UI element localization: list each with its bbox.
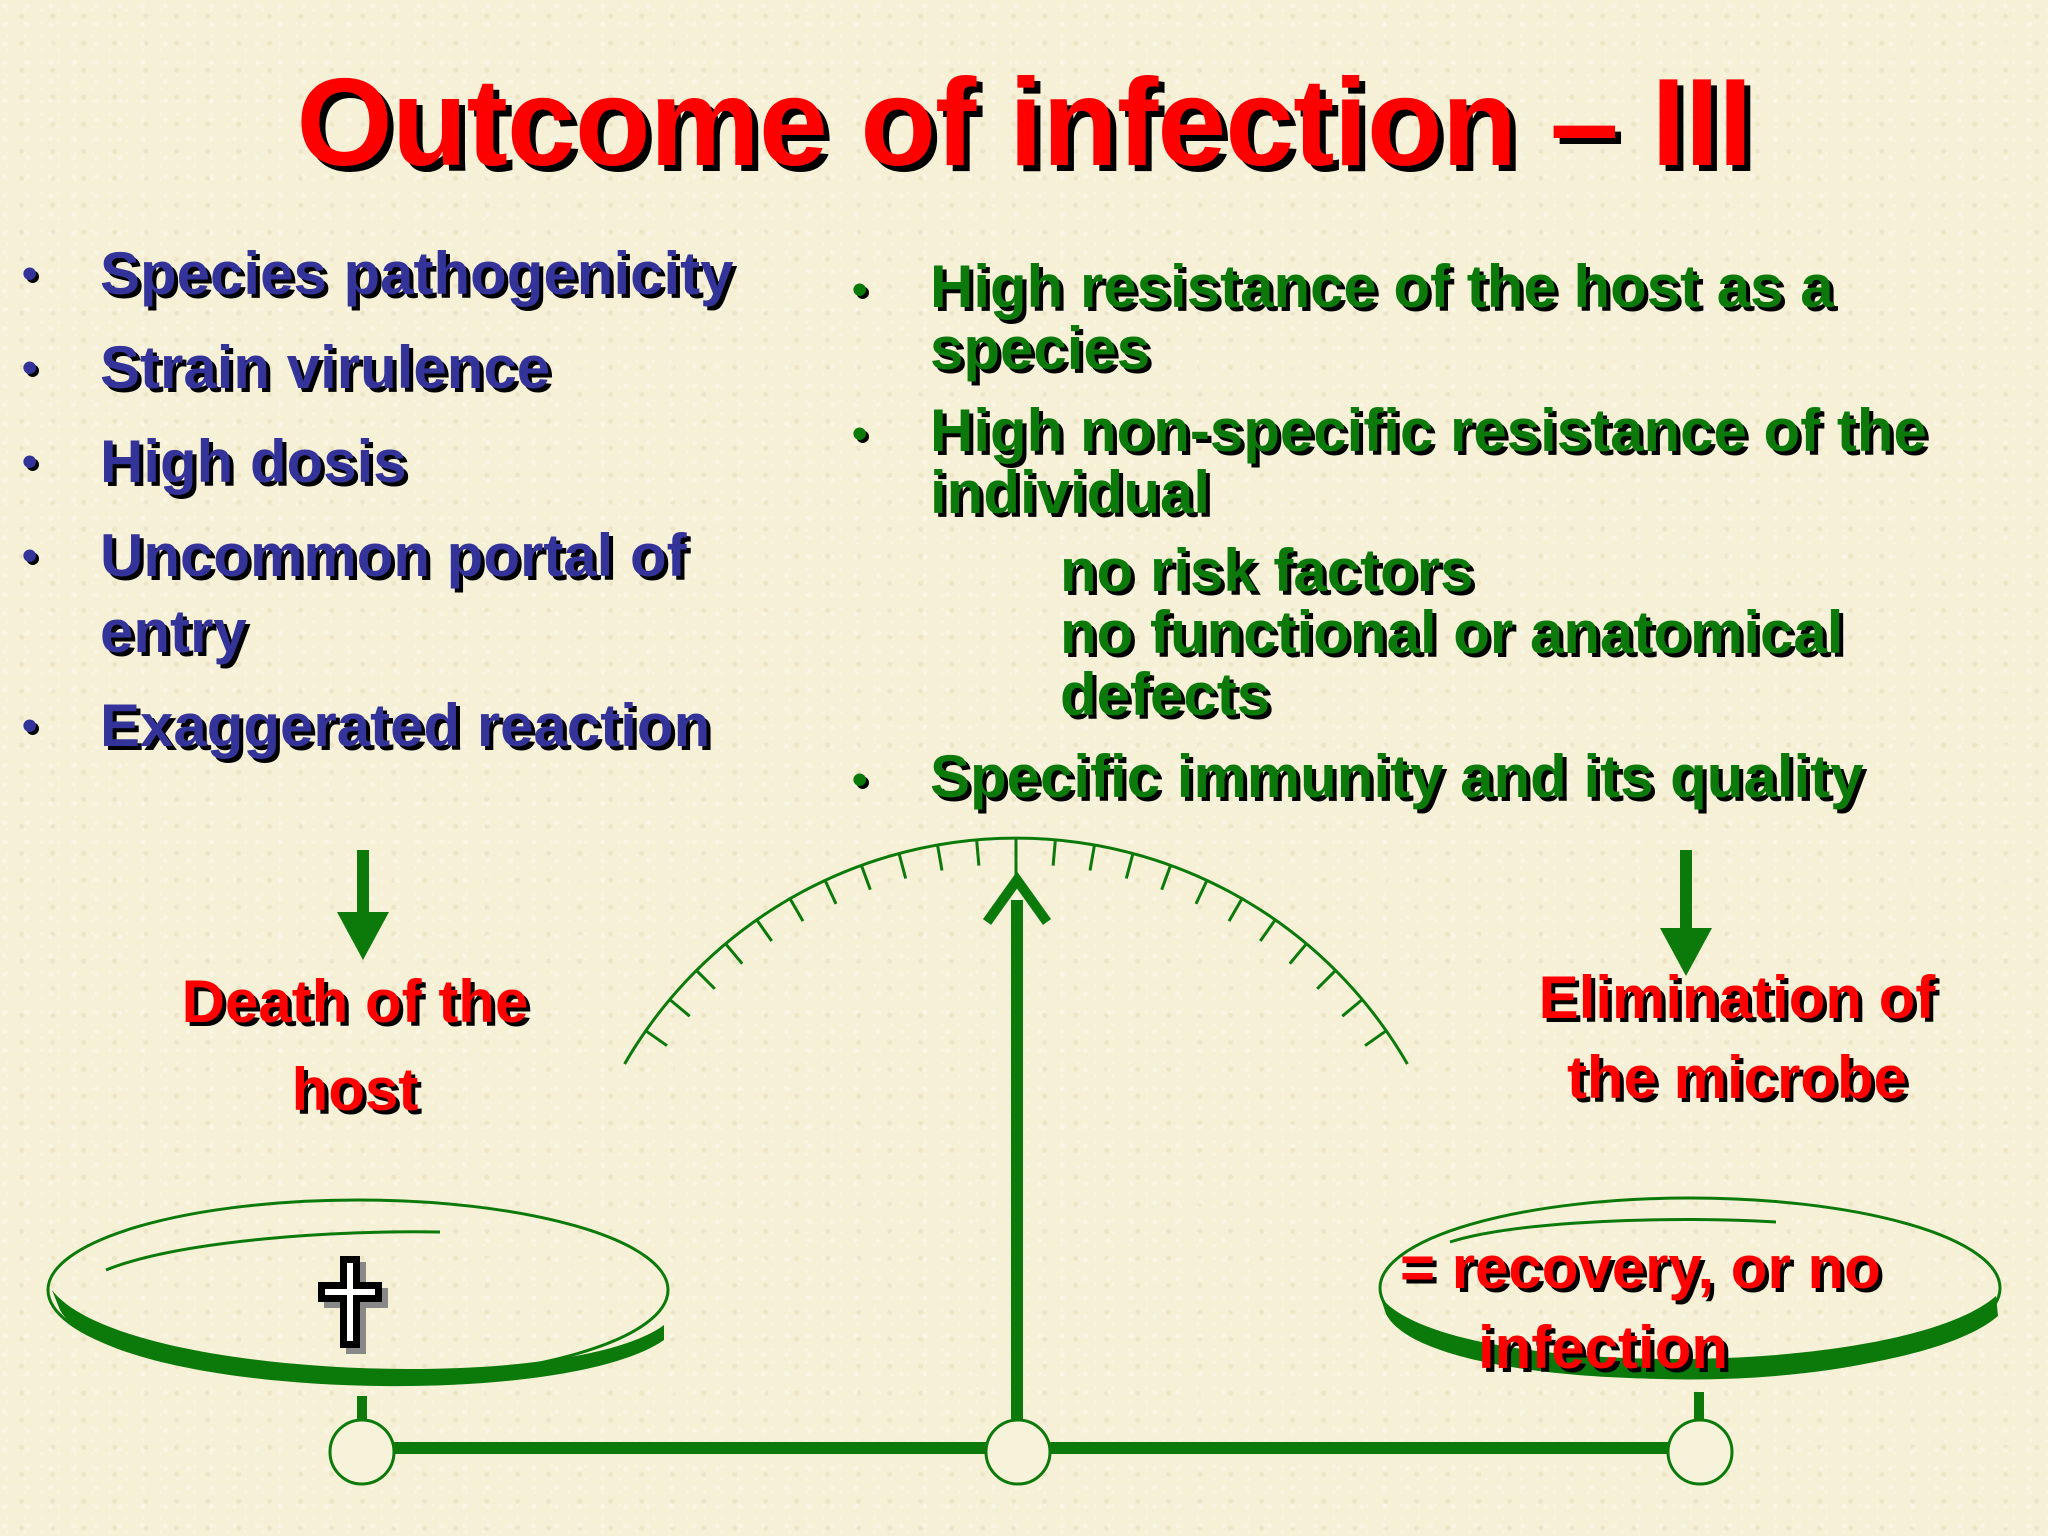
pathogen-factor-text: Strain virulence <box>100 334 551 401</box>
host-factor-item: • High non-specific resistance of the ind… <box>852 400 2048 726</box>
host-factor-text: Specific immunity and its quality <box>930 743 1864 810</box>
dial-tick <box>695 969 716 990</box>
dial-tick <box>823 879 838 905</box>
outcome-text: infection <box>1478 1314 1728 1381</box>
dial-tick <box>644 1029 668 1047</box>
pathogen-factor-item: • Species pathogenicity <box>22 236 822 312</box>
dial-tick <box>975 839 981 866</box>
cross-icon <box>318 1256 388 1354</box>
host-factor-item: • Specific immunity and its quality <box>852 746 2048 808</box>
elimination-label: Elimination of the microbe <box>1482 958 1992 1118</box>
dial-tick <box>755 918 773 942</box>
bullet-icon: • <box>852 409 868 458</box>
host-factor-text: High resistance of the host as a species <box>930 253 1834 382</box>
dial-tick <box>1124 853 1135 879</box>
pathogen-factor-text: Species pathogenicity <box>100 240 734 307</box>
pathogen-factor-text: Exaggerated reaction <box>100 692 711 759</box>
scale-dial <box>623 836 1409 1065</box>
pathogen-factor-item: • Uncommon portal of entry <box>22 518 800 670</box>
host-subfactor-text: no functional or anatomical defects <box>1060 599 1844 728</box>
left-pan-hanger <box>357 1396 367 1436</box>
bullet-icon: • <box>22 531 38 580</box>
pathogen-factors-list: • Species pathogenicity • Strain virulence… <box>22 236 822 782</box>
outcome-text: the microbe <box>1566 1044 1908 1111</box>
bullet-icon: • <box>852 755 868 804</box>
dial-tick <box>1341 998 1364 1018</box>
bullet-icon: • <box>22 343 38 392</box>
dial-tick <box>1194 879 1209 905</box>
right-scale-pan <box>1378 1196 2002 1380</box>
pathogen-factor-text: High dosis <box>100 428 407 495</box>
pathogen-factor-item: • High dosis <box>22 424 822 500</box>
arrow-up-icon <box>982 871 1052 1420</box>
dial-tick <box>859 864 872 891</box>
dial-tick <box>1227 897 1244 922</box>
outcome-text: Elimination of <box>1538 964 1936 1031</box>
dial-tick <box>724 942 744 965</box>
bullet-icon: • <box>22 437 38 486</box>
dial-tick <box>897 853 908 879</box>
right-pivot <box>1666 1418 1734 1486</box>
outcome-text: Death of the <box>181 968 529 1035</box>
host-factor-item: • High resistance of the host as a specie… <box>852 256 2048 380</box>
dial-tick <box>1288 942 1308 965</box>
death-of-host-label: Death of the host <box>150 958 560 1134</box>
pathogen-factor-text: Uncommon portal of entry <box>100 522 687 665</box>
host-subfactor-text: no risk factors <box>1060 537 1474 604</box>
dial-tick <box>1088 844 1096 871</box>
left-scale-pan <box>46 1198 670 1387</box>
dial-tick <box>1316 969 1337 990</box>
dial-tick <box>936 844 944 871</box>
dial-tick <box>668 998 691 1018</box>
dial-tick <box>1051 839 1057 866</box>
dial-tick <box>1160 864 1173 891</box>
dial-tick <box>788 897 805 922</box>
bullet-icon: • <box>22 249 38 298</box>
host-factors-list: • High resistance of the host as a specie… <box>852 256 2048 828</box>
pathogen-factor-item: • Exaggerated reaction <box>22 688 822 764</box>
host-factor-text: High non-specific resistance of the indi… <box>930 397 1927 526</box>
arrow-down-icon <box>1660 850 1712 976</box>
bullet-icon: • <box>852 265 868 314</box>
slide-title: Outcome of infection – III <box>296 54 1752 192</box>
right-pan-hanger <box>1694 1392 1704 1434</box>
dial-tick <box>1259 918 1277 942</box>
recovery-label: = recovery, or no infection <box>1400 1228 1881 1388</box>
left-pivot <box>328 1418 396 1486</box>
center-pivot <box>984 1418 1052 1486</box>
arrow-down-icon <box>337 850 389 960</box>
outcome-text: host <box>291 1056 419 1123</box>
dial-tick <box>1364 1029 1388 1047</box>
pathogen-factor-item: • Strain virulence <box>22 330 822 406</box>
outcome-text: = recovery, or no <box>1400 1234 1881 1301</box>
bullet-icon: • <box>22 701 38 750</box>
